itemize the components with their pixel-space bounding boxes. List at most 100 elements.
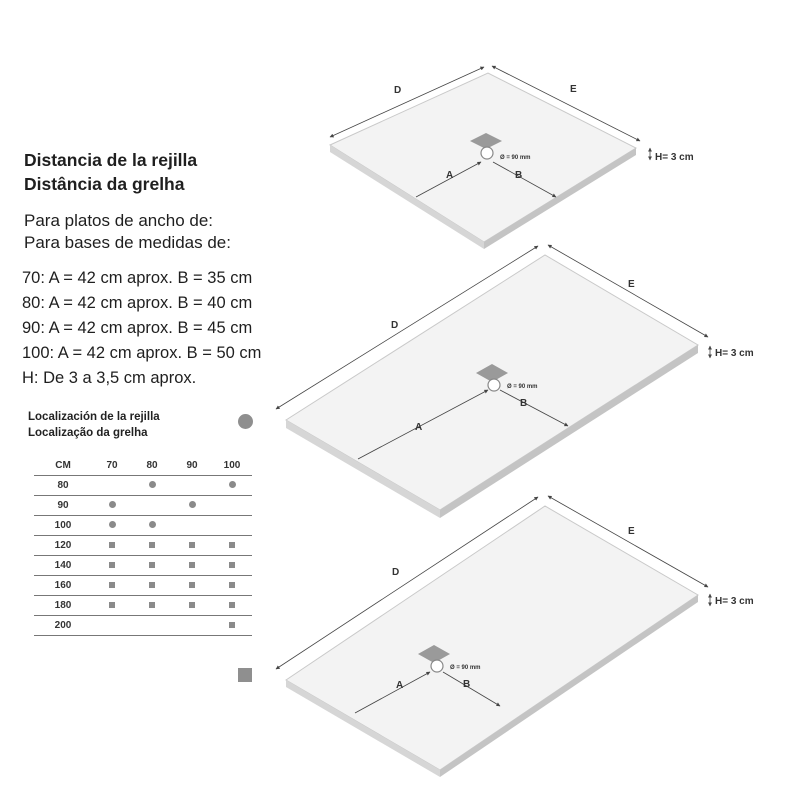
tray-2 [275,244,712,518]
dimension-e-line [491,65,641,142]
drain-grate-icon [418,645,450,663]
table-cell [172,555,212,576]
circle-legend-icon [238,414,253,429]
table-cell [212,475,252,496]
square-marker-icon [189,562,195,568]
row-size-label: 80 [34,475,92,496]
square-marker-icon [109,542,115,548]
row-size-label: 180 [34,595,92,616]
row-size-label: 90 [34,495,92,516]
location-title-es: Localización de la rejilla [28,411,160,423]
square-marker-icon [189,602,195,608]
tray-1-a-label: A [446,170,453,181]
circle-marker-icon [228,481,236,488]
square-marker-icon [149,602,155,608]
table-cell [92,475,132,496]
spec-line-80: 80: A = 42 cm aprox. B = 40 cm [22,294,253,312]
table-cell [132,575,172,596]
table-cell [172,475,212,496]
dimension-a-line [357,389,489,460]
table-header-row: CM 70 80 90 100 [34,455,252,476]
tray-2-e-label: E [628,279,635,290]
square-marker-icon [229,602,235,608]
tray-1-drain-label: Ø = 90 mm [500,155,531,161]
table-row: 100 [34,515,252,536]
table-row: 160 [34,575,252,596]
spec-line-90: 90: A = 42 cm aprox. B = 45 cm [22,319,253,337]
table-cell [92,535,132,556]
row-size-label: 160 [34,575,92,596]
square-marker-icon [109,602,115,608]
table-cell [212,555,252,576]
table-cell [92,615,132,636]
tray-2-d-label: D [391,320,398,331]
tray-2-height-label: H= 3 cm [715,348,754,359]
title-pt: Distância da grelha [24,174,185,194]
row-size-label: 120 [34,535,92,556]
square-marker-icon [229,542,235,548]
table-cell [92,575,132,596]
table-cell [172,495,212,516]
circle-marker-icon [108,521,116,528]
table-cell [92,515,132,536]
drain-grate-icon [476,364,508,382]
circle-marker-icon [188,501,196,508]
dimension-b-line [442,671,501,707]
table-cell [212,495,252,516]
dimension-a-line [354,671,431,714]
row-size-label: 100 [34,515,92,536]
table-cell [212,575,252,596]
circle-marker-icon [148,521,156,528]
square-marker-icon [149,562,155,568]
square-marker-icon [189,542,195,548]
table-cell [92,555,132,576]
table-header-cell: 70 [92,455,132,476]
drain-grate-icon [470,133,502,149]
table-cell [132,595,172,616]
table-row: 120 [34,535,252,556]
square-marker-icon [189,582,195,588]
table-cell [92,495,132,516]
square-marker-icon [109,582,115,588]
tray-3 [275,495,712,777]
table-cell [172,615,212,636]
row-size-label: 200 [34,615,92,636]
table-cell [212,615,252,636]
square-marker-icon [149,582,155,588]
square-marker-icon [229,582,235,588]
dimension-e-line [547,244,709,338]
drain-circle-icon [487,378,501,392]
table-cell [172,535,212,556]
table-cell [132,615,172,636]
square-marker-icon [109,562,115,568]
dimension-d-line [329,66,485,138]
table-cell [132,555,172,576]
spec-line-height: H: De 3 a 3,5 cm aprox. [22,369,197,387]
table-cell [132,535,172,556]
tray-1-b-label: B [515,170,522,181]
location-title-pt: Localização da grelha [28,427,148,439]
table-cell [172,515,212,536]
spec-line-70: 70: A = 42 cm aprox. B = 35 cm [22,269,253,287]
spec-line-100: 100: A = 42 cm aprox. B = 50 cm [22,344,262,362]
square-marker-icon [229,622,235,628]
subtitle-pt: Para bases de medidas de: [24,233,231,252]
tray-1-d-label: D [394,85,401,96]
tray-1 [328,65,652,249]
table-row: 180 [34,595,252,616]
title-es: Distancia de la rejilla [24,150,198,170]
dimension-a-line [415,161,482,198]
square-marker-icon [149,542,155,548]
table-cell [212,535,252,556]
square-marker-icon [229,562,235,568]
table-row: 140 [34,555,252,576]
table-header-cell: 80 [132,455,172,476]
table-row: 90 [34,495,252,516]
tray-3-b-label: B [463,679,470,690]
table-header-cell: 100 [212,455,252,476]
table-cell [212,515,252,536]
circle-marker-icon [108,501,116,508]
table-cell [132,515,172,536]
